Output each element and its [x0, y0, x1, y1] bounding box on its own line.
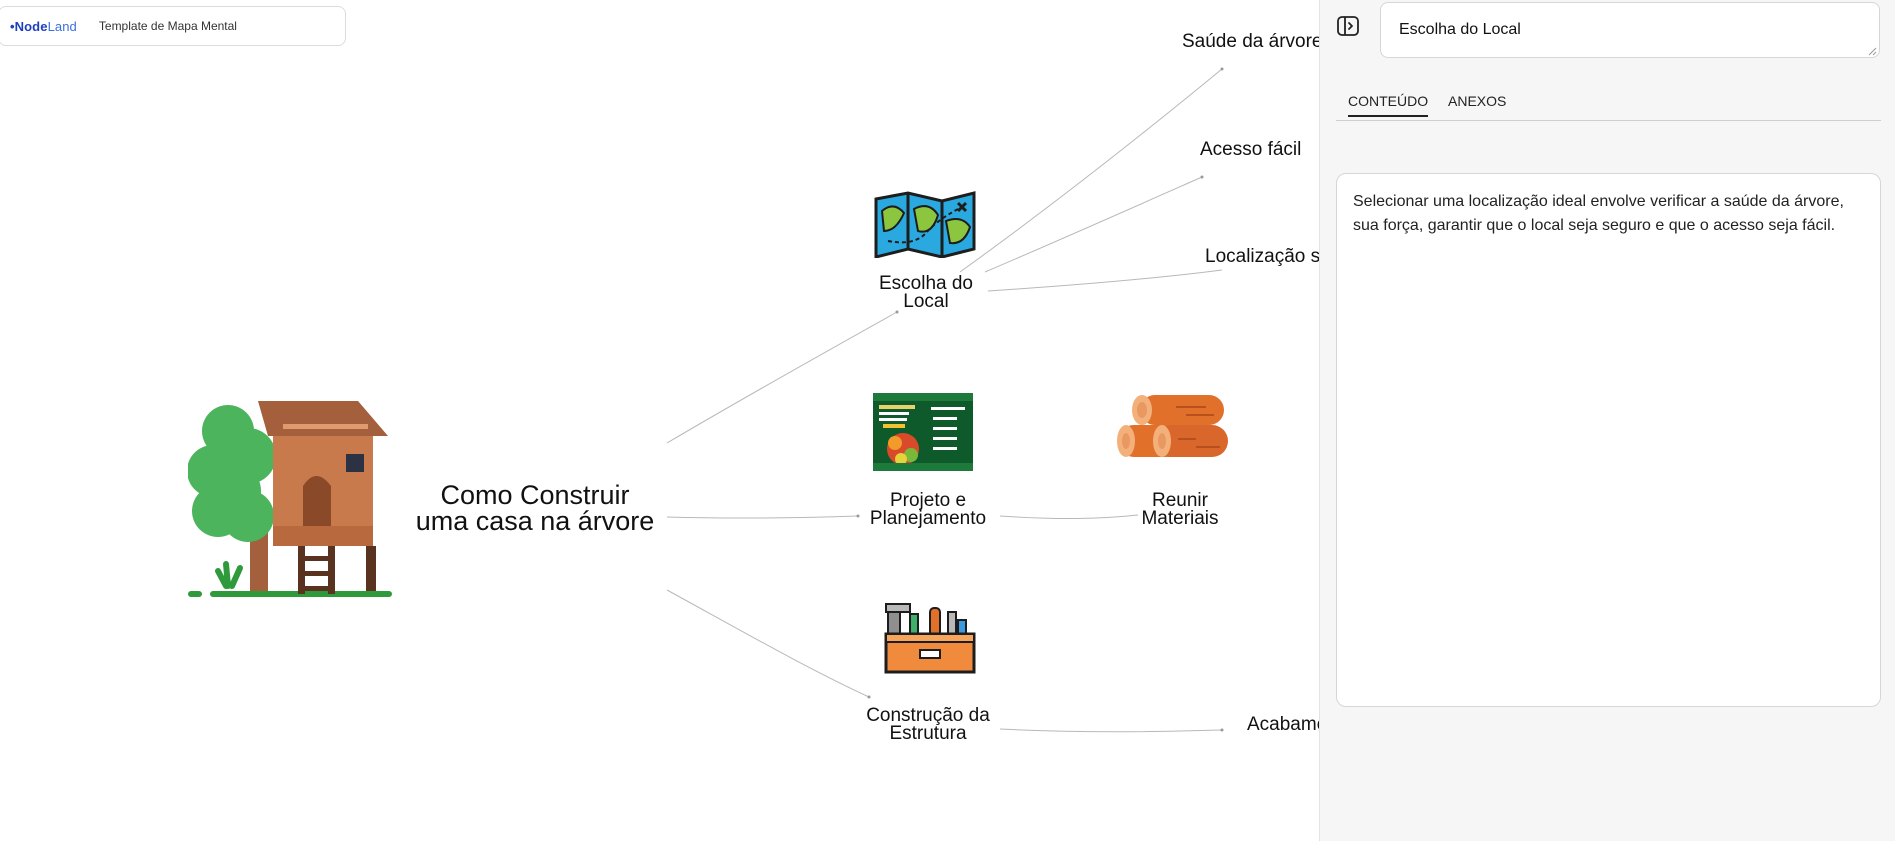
- node-content-text[interactable]: Selecionar uma localização ideal envolve…: [1336, 173, 1881, 707]
- top-bar: •NodeLand Template de Mapa Mental: [0, 6, 346, 46]
- subnode-acesso-facil[interactable]: Acesso fácil: [1200, 139, 1302, 160]
- branch-label-construcao-da-estrutura[interactable]: Construção da Estrutura: [866, 705, 990, 744]
- treasure-map-image[interactable]: [874, 191, 977, 259]
- document-title[interactable]: Template de Mapa Mental: [98, 19, 237, 33]
- edge-escolha-to-acesso: [984, 176, 1203, 273]
- fresh-food-flyer-image[interactable]: [873, 393, 973, 471]
- root-node-label[interactable]: Como Construir uma casa na árvore: [415, 480, 655, 536]
- tab-anexos[interactable]: ANEXOS: [1448, 93, 1507, 109]
- edge-projeto-to-reunir: [999, 514, 1139, 520]
- node-detail-panel: CONTEÚDO ANEXOS Selecionar uma localizaç…: [1319, 0, 1895, 841]
- collapse-panel-icon[interactable]: [1336, 14, 1360, 38]
- branch-label-projeto-e-planejamento[interactable]: Projeto e Planejamento: [869, 490, 987, 529]
- subnode-acabamento[interactable]: Acabame: [1247, 714, 1328, 735]
- edge-root-to-construcao: [666, 589, 870, 698]
- edge-construcao-to-acabamento: [999, 728, 1223, 733]
- wood-logs-image[interactable]: [1116, 393, 1229, 459]
- resize-grip-icon[interactable]: [1867, 46, 1877, 56]
- toolbox-image[interactable]: [884, 600, 976, 674]
- node-title-input[interactable]: [1380, 2, 1880, 58]
- subnode-saude-da-arvore[interactable]: Saúde da árvore: [1182, 31, 1323, 52]
- edge-escolha-to-localizacao: [987, 269, 1223, 292]
- subnode-reunir-materiais[interactable]: Reunir Materiais: [1141, 490, 1219, 529]
- edge-root-to-escolha: [666, 311, 898, 444]
- subnode-localizacao[interactable]: Localização s: [1205, 246, 1321, 267]
- branch-label-escolha-do-local[interactable]: Escolha do Local: [878, 273, 973, 312]
- edge-root-to-projeto: [666, 515, 859, 519]
- nodeland-logo[interactable]: •NodeLand: [10, 18, 77, 34]
- edge-escolha-to-saude: [959, 68, 1223, 273]
- tab-conteudo[interactable]: CONTEÚDO: [1348, 93, 1429, 117]
- treehouse-image[interactable]: [187, 396, 396, 598]
- panel-tabs: CONTEÚDO ANEXOS: [1336, 90, 1881, 121]
